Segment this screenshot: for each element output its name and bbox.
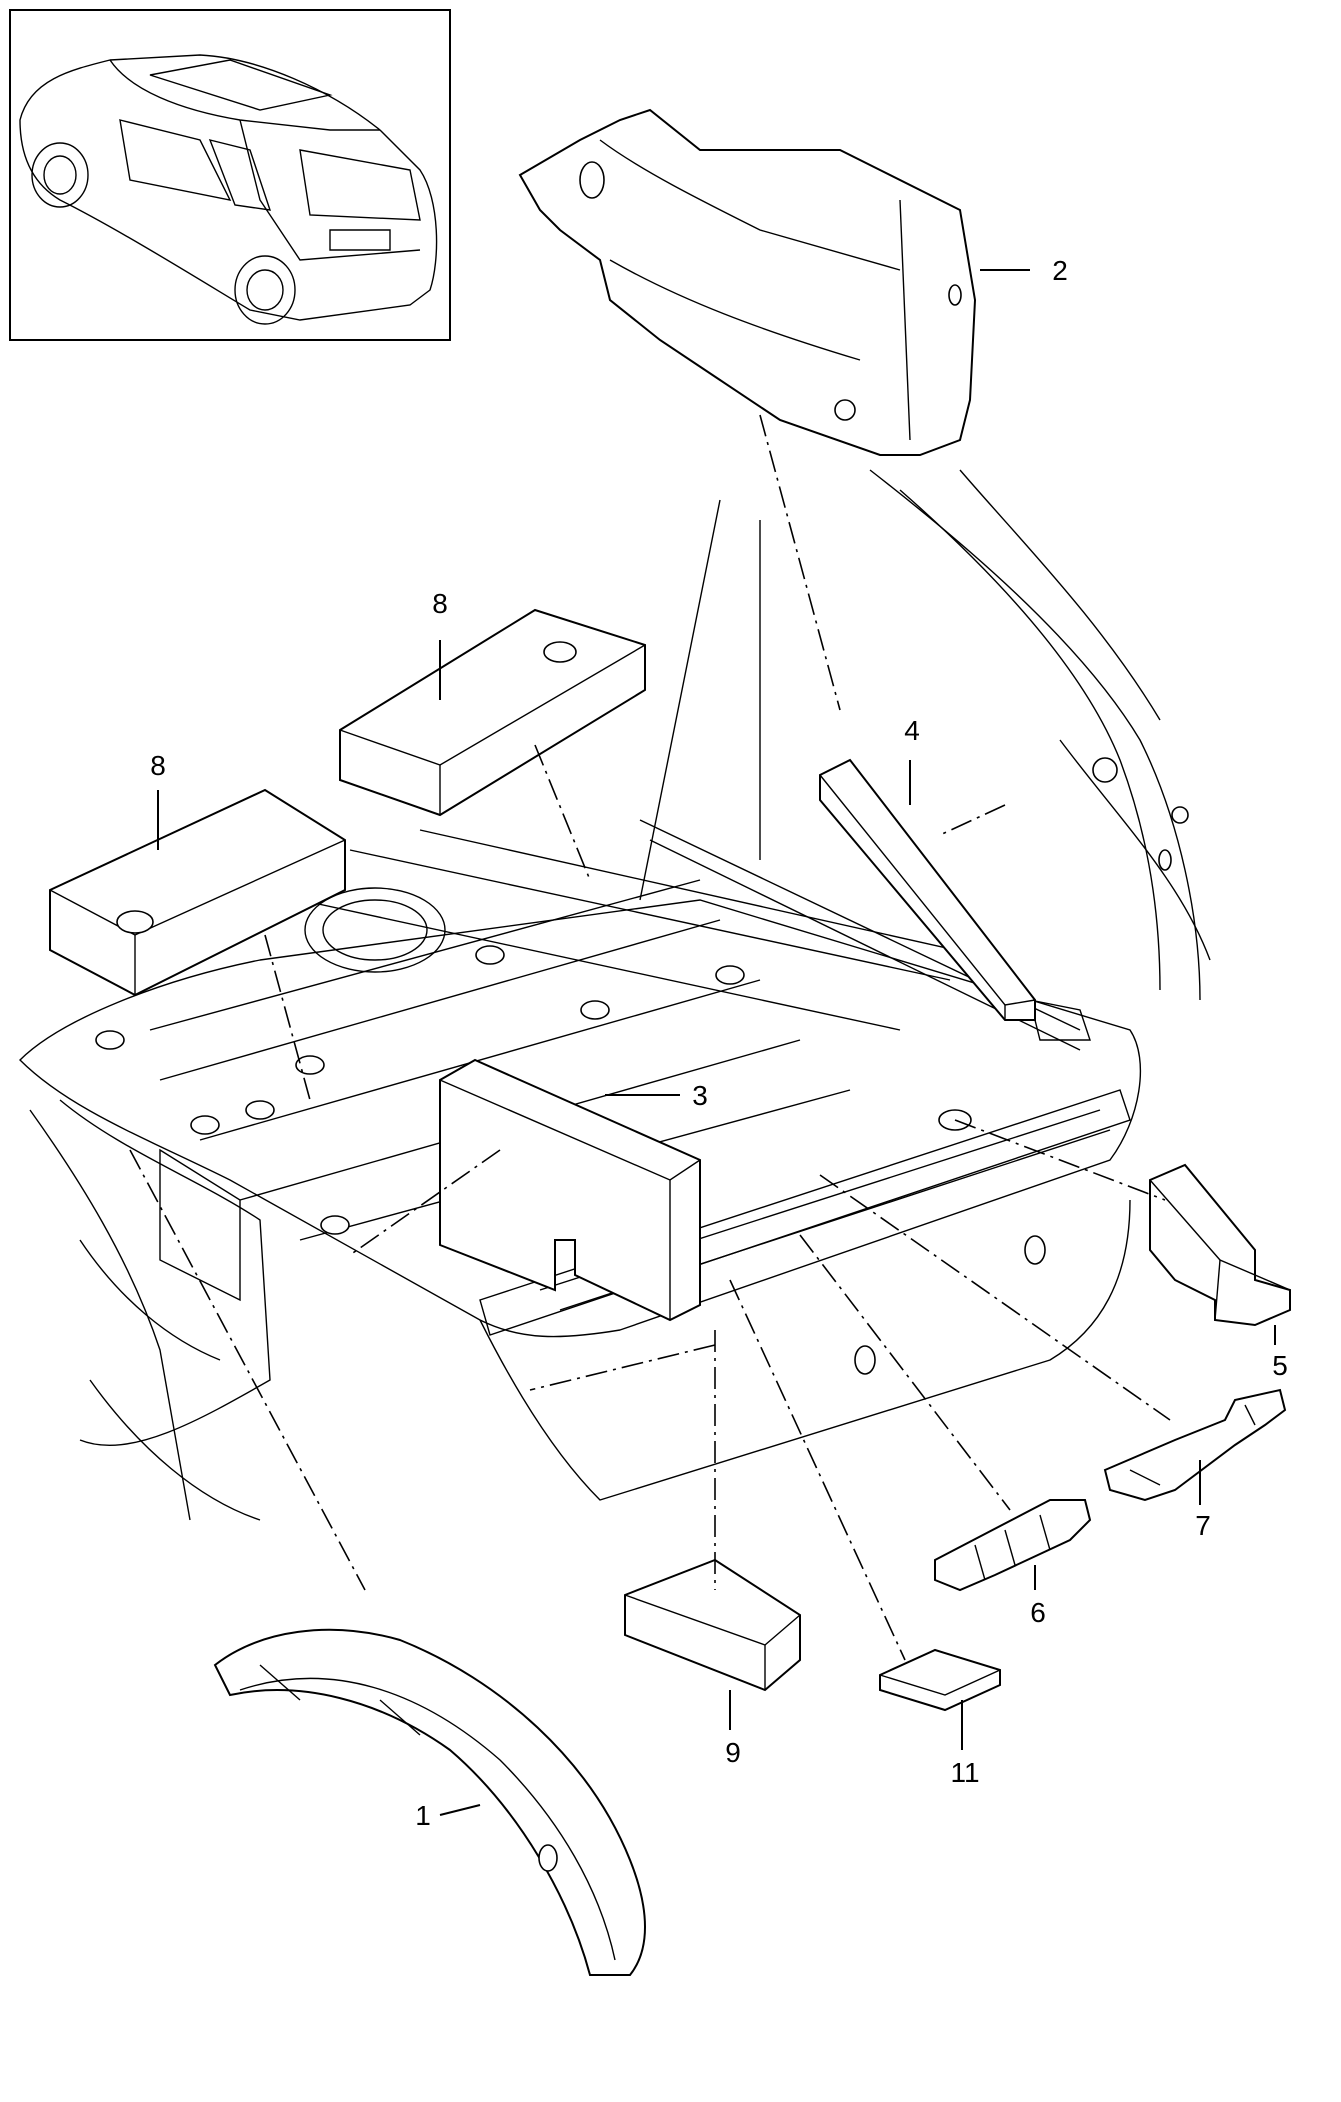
callout-9: 9 xyxy=(725,1737,741,1768)
part-9-small-block xyxy=(624,1558,801,1692)
body-structure xyxy=(19,469,1211,1521)
callout-leaders xyxy=(157,269,1276,1816)
callout-8-upper: 8 xyxy=(432,588,448,619)
callout-6: 6 xyxy=(1030,1597,1046,1628)
part-8-upper-block xyxy=(339,608,646,817)
callout-3: 3 xyxy=(692,1080,708,1111)
callout-5: 5 xyxy=(1272,1350,1288,1381)
assembly-lines xyxy=(129,414,1171,1661)
part-5-side-block xyxy=(1149,1163,1291,1327)
thumbnail-frame xyxy=(9,9,451,341)
vehicle-outline xyxy=(19,54,438,325)
callout-7: 7 xyxy=(1195,1510,1211,1541)
part-8-lower-block xyxy=(49,788,346,997)
part-3-center-block xyxy=(439,1058,701,1322)
part-2-quarter-panel-insulation xyxy=(518,108,977,456)
part-1-wheelarch-liner xyxy=(213,1628,646,1976)
callout-11: 11 xyxy=(950,1757,979,1788)
part-4-upright-block xyxy=(819,758,1036,1021)
part-11-pad xyxy=(879,1648,1001,1712)
vehicle-thumbnail xyxy=(9,9,451,341)
callout-4: 4 xyxy=(904,715,920,746)
callout-1: 1 xyxy=(415,1800,431,1831)
callout-2: 2 xyxy=(1052,255,1068,286)
part-7-bracket-strip xyxy=(1103,1388,1287,1502)
callout-labels: 2 8 8 4 3 5 7 6 9 11 1 xyxy=(150,255,1288,1831)
part-6-fastener-strip xyxy=(934,1499,1092,1592)
callout-8-lower: 8 xyxy=(150,750,166,781)
